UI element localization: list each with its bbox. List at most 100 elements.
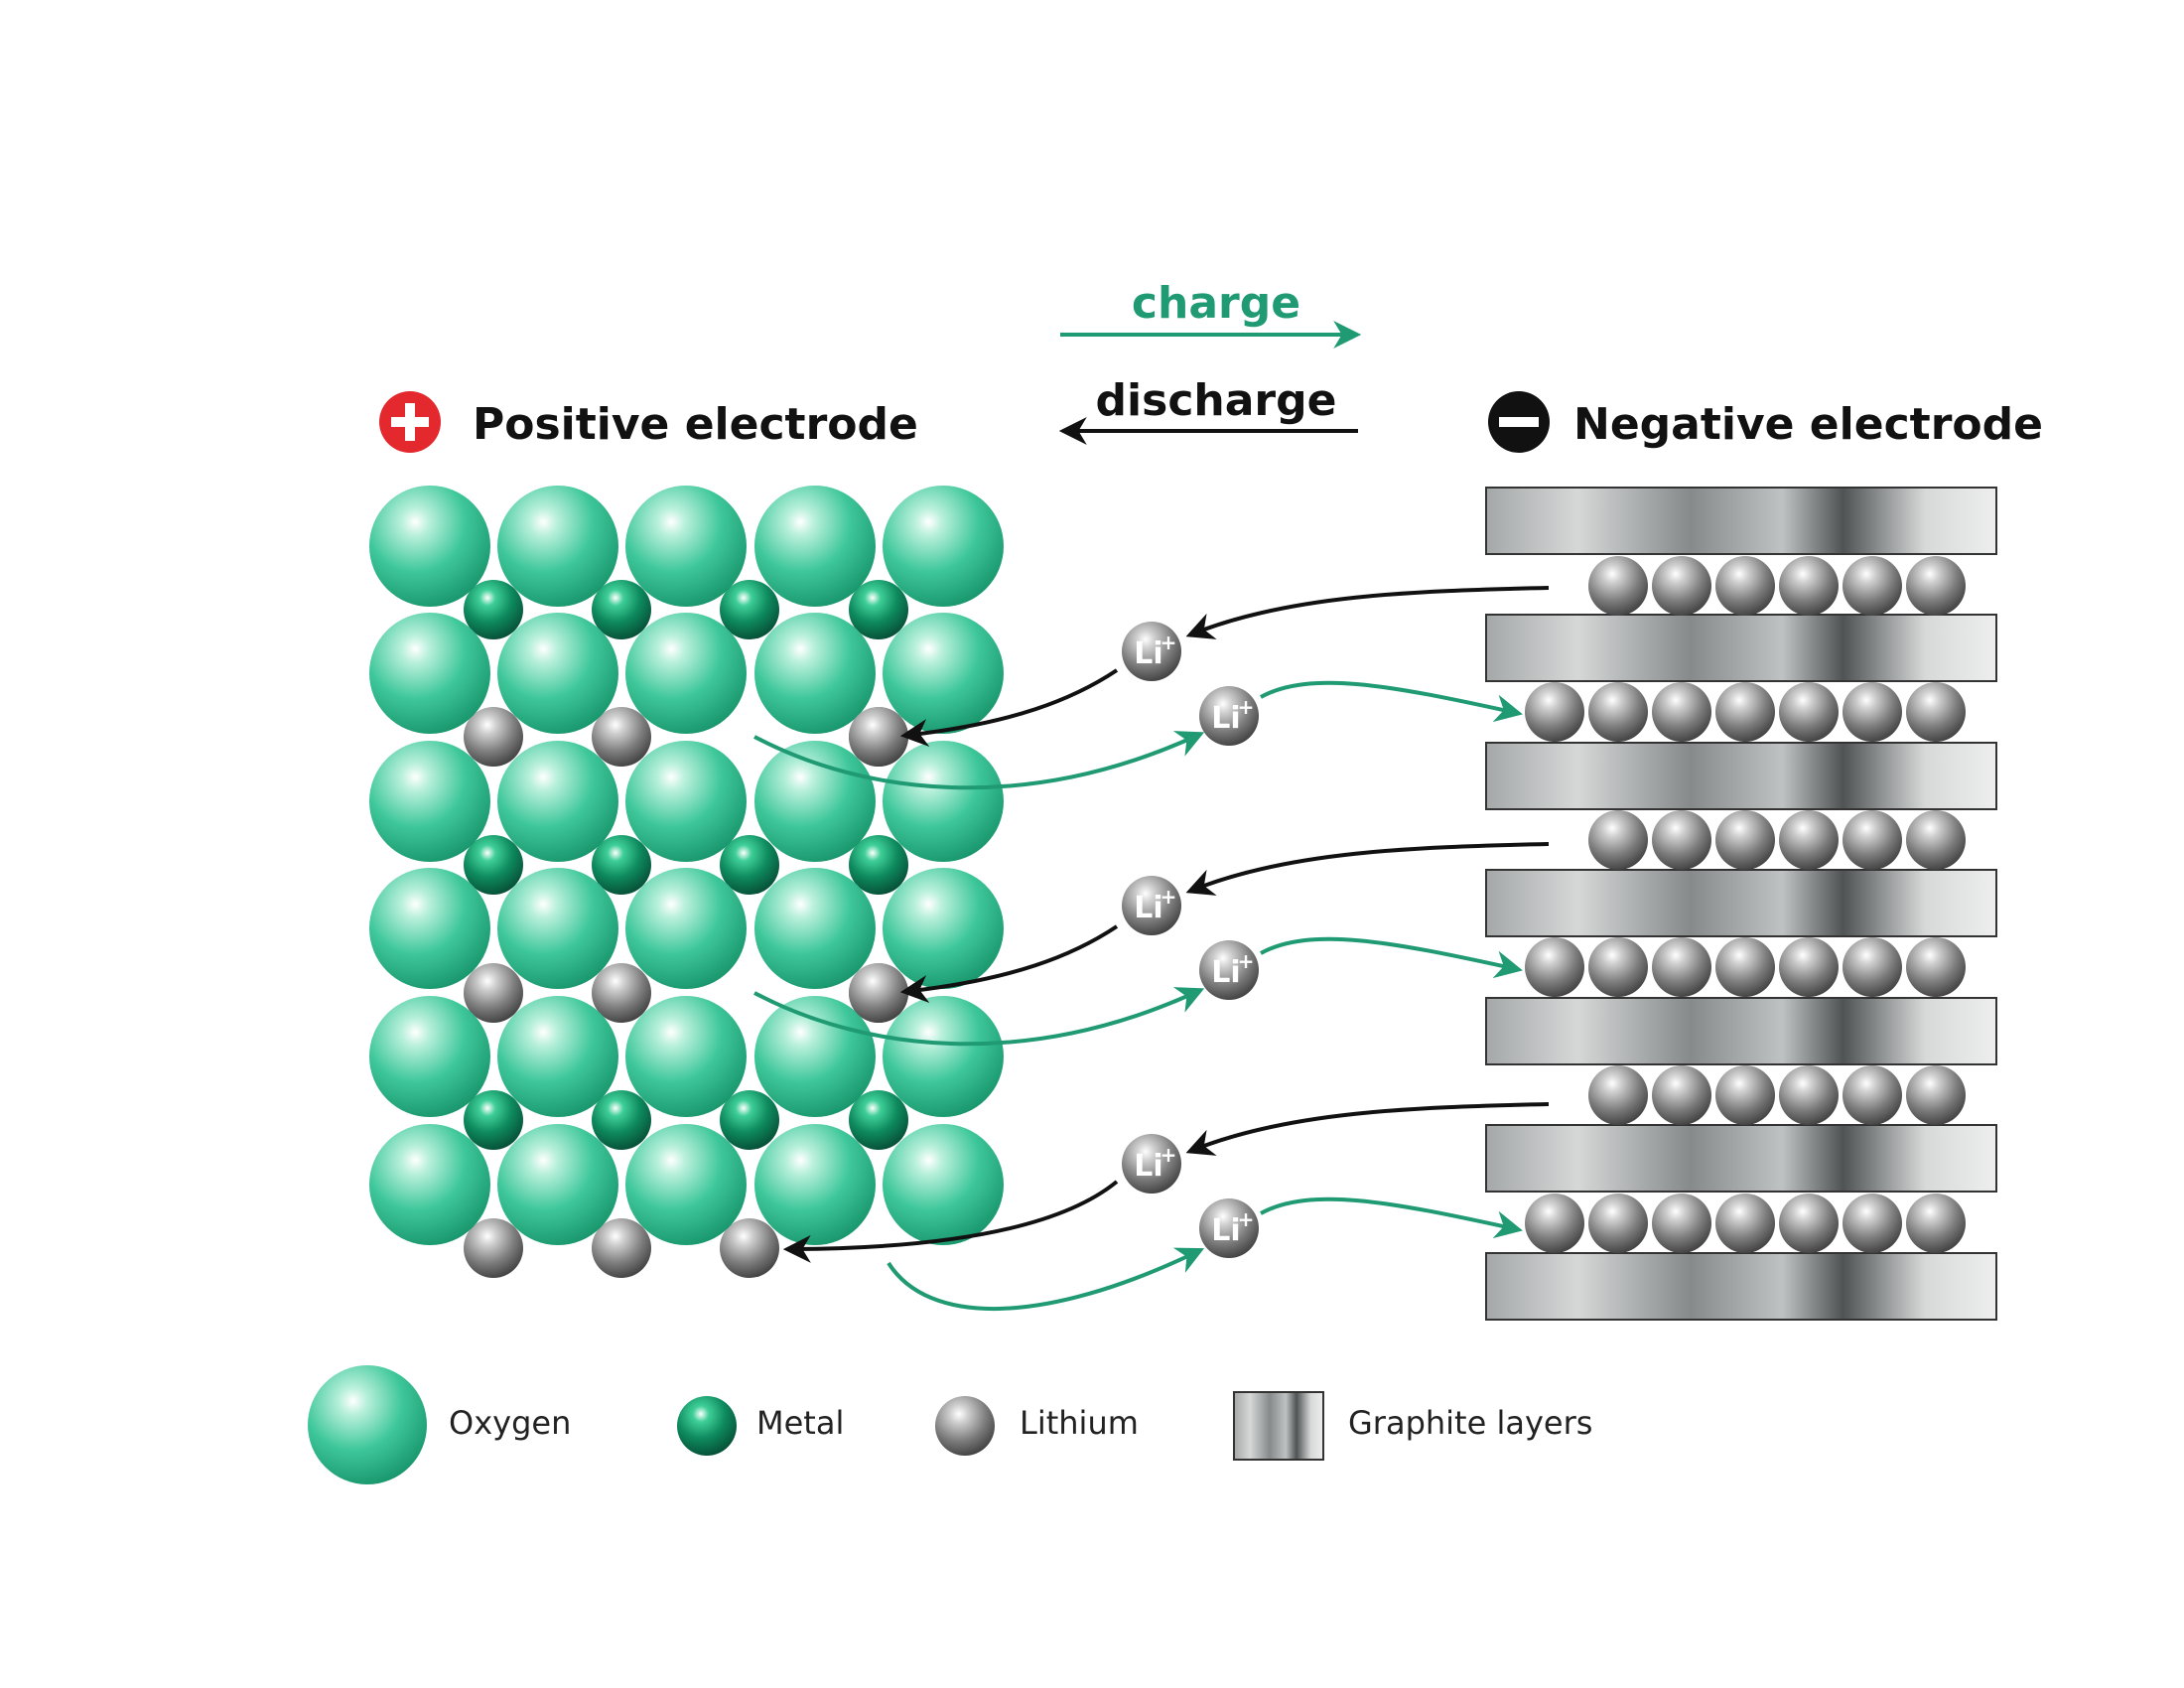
lithium-atom bbox=[849, 963, 908, 1023]
metal-atom bbox=[592, 580, 651, 639]
metal-atom bbox=[720, 1090, 779, 1150]
lithium-atom bbox=[464, 963, 523, 1023]
lithium-ion: Li+ bbox=[1122, 876, 1181, 935]
metal-atom bbox=[849, 580, 908, 639]
lithium-atom bbox=[1843, 1194, 1902, 1253]
lithium-atom bbox=[1779, 682, 1839, 742]
lithium-atom bbox=[1652, 556, 1711, 616]
charge-path-arrow bbox=[753, 987, 1205, 1047]
plus-icon bbox=[379, 391, 441, 453]
oxygen-atom bbox=[497, 486, 618, 607]
lithium-atom bbox=[1906, 682, 1966, 742]
discharge-label: discharge bbox=[1096, 375, 1337, 426]
metal-atom bbox=[849, 1090, 908, 1150]
oxygen-atom bbox=[625, 613, 747, 734]
lithium-ion-charge: + bbox=[1238, 695, 1255, 719]
lithium-ion-sphere bbox=[1122, 622, 1181, 681]
oxygen-atom bbox=[369, 741, 490, 862]
lithium-atom bbox=[720, 1218, 779, 1278]
graphite-layer bbox=[1485, 614, 1997, 682]
oxygen-atom bbox=[369, 613, 490, 734]
lithium-atom bbox=[592, 1218, 651, 1278]
oxygen-atom bbox=[754, 613, 876, 734]
lithium-ion: Li+ bbox=[1122, 622, 1181, 681]
oxygen-atom bbox=[883, 741, 1004, 862]
oxygen-atom bbox=[497, 996, 618, 1117]
negative-electrode-label: Negative electrode bbox=[1573, 399, 2043, 450]
oxygen-atom bbox=[883, 486, 1004, 607]
oxygen-atom bbox=[497, 868, 618, 989]
graphite-layer bbox=[1485, 997, 1997, 1065]
legend-lithium-label: Lithium bbox=[1020, 1404, 1139, 1442]
lithium-atom bbox=[1906, 1065, 1966, 1125]
lithium-atom bbox=[1525, 937, 1584, 997]
lithium-ion-charge: + bbox=[1160, 885, 1177, 909]
lithium-atom bbox=[1715, 1194, 1775, 1253]
lithium-atom bbox=[1715, 1065, 1775, 1125]
discharge-path-arrow bbox=[1185, 1102, 1550, 1156]
graphite-layer bbox=[1485, 487, 1997, 555]
lithium-ion-sphere bbox=[1199, 686, 1259, 746]
lithium-atom bbox=[1588, 1194, 1648, 1253]
legend: Oxygen Metal Lithium Graphite layers bbox=[308, 1365, 1592, 1484]
lithium-atom bbox=[1779, 556, 1839, 616]
oxygen-atom bbox=[369, 1124, 490, 1245]
oxygen-atom bbox=[369, 486, 490, 607]
metal-atom bbox=[464, 580, 523, 639]
graphite-layer bbox=[1485, 742, 1997, 810]
legend-metal-swatch bbox=[677, 1396, 737, 1456]
graphite-layer bbox=[1485, 869, 1997, 937]
lithium-atom bbox=[849, 707, 908, 767]
lithium-ion-label: Li bbox=[1134, 891, 1162, 925]
lithium-atom bbox=[592, 707, 651, 767]
oxygen-atom bbox=[754, 741, 876, 862]
lithium-atom bbox=[1779, 1194, 1839, 1253]
charge-path-arrow bbox=[1260, 1196, 1523, 1239]
metal-atom bbox=[720, 580, 779, 639]
discharge-path-arrow bbox=[899, 924, 1119, 1003]
lithium-atom bbox=[1652, 1065, 1711, 1125]
legend-metal-label: Metal bbox=[756, 1404, 844, 1442]
lithium-atom bbox=[1779, 937, 1839, 997]
lithium-ion-sphere bbox=[1122, 876, 1181, 935]
lithium-atom bbox=[1588, 937, 1648, 997]
positive-electrode-lattice bbox=[369, 486, 1004, 1278]
lithium-ion-charge: + bbox=[1160, 1143, 1177, 1167]
lithium-ion-charge: + bbox=[1238, 1207, 1255, 1231]
metal-atom bbox=[592, 1090, 651, 1150]
lithium-ion: Li+ bbox=[1199, 940, 1259, 1000]
oxygen-atom bbox=[883, 996, 1004, 1117]
metal-atom bbox=[464, 835, 523, 895]
oxygen-atom bbox=[369, 868, 490, 989]
lithium-ion-label: Li bbox=[1211, 955, 1240, 990]
oxygen-atom bbox=[497, 741, 618, 862]
oxygen-atom bbox=[497, 1124, 618, 1245]
oxygen-atom bbox=[369, 996, 490, 1117]
legend-lithium-swatch bbox=[935, 1396, 995, 1456]
oxygen-atom bbox=[497, 613, 618, 734]
lithium-ion-sphere bbox=[1122, 1134, 1181, 1194]
negative-electrode-graphite bbox=[1485, 487, 1997, 1321]
lithium-atom bbox=[1843, 556, 1902, 616]
lithium-atom bbox=[1843, 1065, 1902, 1125]
lithium-atom bbox=[1906, 937, 1966, 997]
metal-atom bbox=[464, 1090, 523, 1150]
lithium-ion-label: Li bbox=[1211, 1213, 1240, 1248]
oxygen-atom bbox=[754, 996, 876, 1117]
lithium-atom bbox=[1779, 1065, 1839, 1125]
lithium-atom bbox=[1652, 1194, 1711, 1253]
oxygen-atom bbox=[625, 741, 747, 862]
oxygen-atom bbox=[883, 868, 1004, 989]
discharge-path-arrow bbox=[899, 668, 1119, 747]
lithium-atom bbox=[1652, 810, 1711, 870]
lithium-ion: Li+ bbox=[1199, 1198, 1259, 1258]
oxygen-atom bbox=[883, 613, 1004, 734]
legend-oxygen-swatch bbox=[308, 1365, 427, 1484]
charge-path-arrow bbox=[753, 731, 1205, 790]
discharge-path-arrow bbox=[1185, 842, 1550, 896]
lithium-atom bbox=[464, 707, 523, 767]
lithium-atom bbox=[1588, 1065, 1648, 1125]
lithium-atom bbox=[1715, 556, 1775, 616]
lithium-atom bbox=[1906, 556, 1966, 616]
